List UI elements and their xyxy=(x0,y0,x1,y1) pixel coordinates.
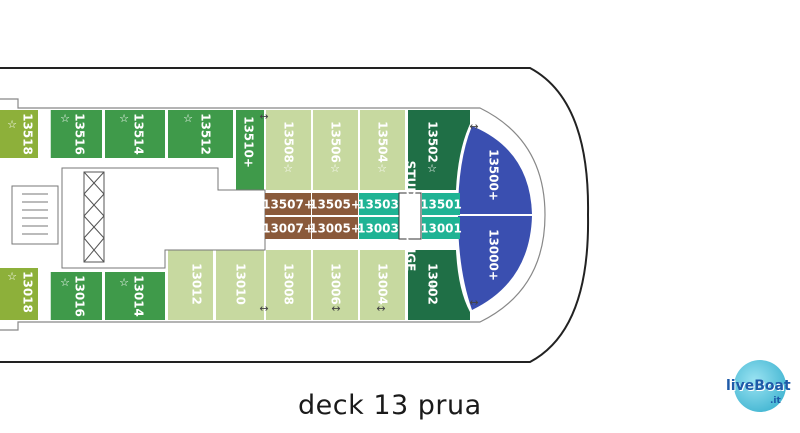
star-icon: ☆ xyxy=(427,280,437,293)
cabin-13018[interactable] xyxy=(0,268,38,320)
cabin-13004[interactable] xyxy=(360,250,405,320)
liveboat-logo: liveBoat .it xyxy=(722,356,794,418)
cabin-13008[interactable] xyxy=(266,250,311,320)
star-icon: ☆ xyxy=(60,112,70,125)
cabin-label-13506: 13506 xyxy=(329,121,343,163)
connecting-door-icon: ↔ xyxy=(331,302,340,315)
inner-deck-outline xyxy=(0,98,546,331)
cabin-label-13007+: 13007+ xyxy=(262,222,314,236)
cabin-13508[interactable] xyxy=(266,110,311,190)
cabin-label-13507+: 13507+ xyxy=(262,198,314,212)
cabin-label-13501: 13501 xyxy=(420,198,462,212)
cabin-label-13002: 13002 xyxy=(426,263,440,305)
cabin-label-13512: 13512 xyxy=(199,113,213,155)
star-icon: ☆ xyxy=(377,162,387,175)
cabin-label-13005+: 13005+ xyxy=(309,222,361,236)
cabin-label-13001: 13001 xyxy=(420,222,462,236)
cabin-13505p[interactable] xyxy=(312,193,358,215)
bottom-row-cabins xyxy=(0,250,470,320)
cabin-13503[interactable] xyxy=(359,193,399,215)
cabin-label-13510+: 13510+ xyxy=(242,116,256,168)
cabin-13504[interactable] xyxy=(360,110,405,190)
connecting-door-icon: ↔ xyxy=(259,302,268,315)
star-icon: ☆ xyxy=(7,118,17,131)
cabin-label-13008: 13008 xyxy=(282,263,296,305)
star-icon: ☆ xyxy=(330,162,340,175)
star-icon: ☆ xyxy=(183,112,193,125)
logo-suffix: .it xyxy=(770,396,781,406)
cabin-13006[interactable] xyxy=(313,250,358,320)
cabin-13507p[interactable] xyxy=(265,193,311,215)
connecting-door-icon: ↔ xyxy=(376,302,385,315)
star-icon: ☆ xyxy=(60,276,70,289)
cabin-label-13518: 13518 xyxy=(21,113,35,155)
cabin-13512[interactable] xyxy=(168,110,233,158)
connecting-door-icon: ↔ xyxy=(469,120,478,133)
cabin-13014[interactable] xyxy=(105,272,165,320)
cabin-label-13010: 13010 xyxy=(234,263,248,305)
top-row-cabins xyxy=(0,110,470,190)
cabin-label-13012: 13012 xyxy=(190,263,204,305)
cabin-label-13505+: 13505+ xyxy=(309,198,361,212)
cabin-13003[interactable] xyxy=(359,217,399,239)
studio-lounge[interactable] xyxy=(398,192,422,240)
suite-13000p[interactable] xyxy=(458,216,532,310)
connecting-door-icon: ↔ xyxy=(259,110,268,123)
star-icon: ☆ xyxy=(119,276,129,289)
star-icon: ☆ xyxy=(283,162,293,175)
cabin-label-13502: 13502 xyxy=(426,121,440,163)
cabin-13016[interactable] xyxy=(50,272,102,320)
suite-label-13000p: 13000+ xyxy=(487,229,501,281)
cabin-13005p[interactable] xyxy=(312,217,358,239)
logo-globe-icon xyxy=(734,360,786,412)
star-icon: ☆ xyxy=(427,162,437,175)
cabin-13007p[interactable] xyxy=(265,217,311,239)
cabin-label-13503: 13503 xyxy=(357,198,399,212)
cabin-13502[interactable] xyxy=(408,110,470,190)
cabin-label-13003: 13003 xyxy=(357,222,399,236)
cabin-13506[interactable] xyxy=(313,110,358,190)
suite-label-13500p: 13500+ xyxy=(487,149,501,201)
cabin-13518[interactable] xyxy=(0,110,38,158)
cabin-label-13018: 13018 xyxy=(21,271,35,313)
cabin-label-13514: 13514 xyxy=(132,113,146,155)
cabin-label-13014: 13014 xyxy=(132,275,146,317)
cabin-13510p[interactable] xyxy=(236,110,264,190)
cabin-label-13016: 13016 xyxy=(73,275,87,317)
cabin-label-13004: 13004 xyxy=(376,263,390,305)
cabin-label-13516: 13516 xyxy=(73,113,87,155)
inner-cabins xyxy=(265,192,460,240)
elevator-shaft xyxy=(83,171,105,263)
connecting-door-icon: ↔ xyxy=(469,296,478,309)
suite-13500p[interactable] xyxy=(458,126,532,214)
staircase xyxy=(11,185,59,245)
cabin-13001[interactable] xyxy=(422,217,460,239)
central-area xyxy=(11,167,266,269)
star-icon: ☆ xyxy=(7,270,17,283)
cabin-markers: ☆ ☆ ☆ ☆ ☆ ☆ ☆ ☆ ☆ ☆ ☆ ☆ ↔ ↔ ↔ ↔ ↔ ↔ xyxy=(7,110,479,315)
cabin-label-13504: 13504 xyxy=(376,121,390,163)
cabin-13010[interactable] xyxy=(216,250,264,320)
cabin-13501[interactable] xyxy=(422,193,460,215)
cabin-13514[interactable] xyxy=(105,110,165,158)
star-icon: ☆ xyxy=(119,112,129,125)
hull-outline xyxy=(0,67,590,363)
cabin-label-13006: 13006 xyxy=(329,263,343,305)
cabin-13002[interactable] xyxy=(408,250,470,320)
cabin-labels: 13518 13516 13514 13512 13510+ 13508 13506 1350… xyxy=(21,113,501,317)
logo-text: liveBoat xyxy=(726,378,791,394)
deck-caption: deck 13 prua xyxy=(298,390,482,421)
cabin-13516[interactable] xyxy=(50,110,102,158)
cabin-13012[interactable] xyxy=(168,250,213,320)
studio-lounge-label: STUDIO LOUNGE xyxy=(404,161,418,272)
cabin-label-13508: 13508 xyxy=(282,121,296,163)
